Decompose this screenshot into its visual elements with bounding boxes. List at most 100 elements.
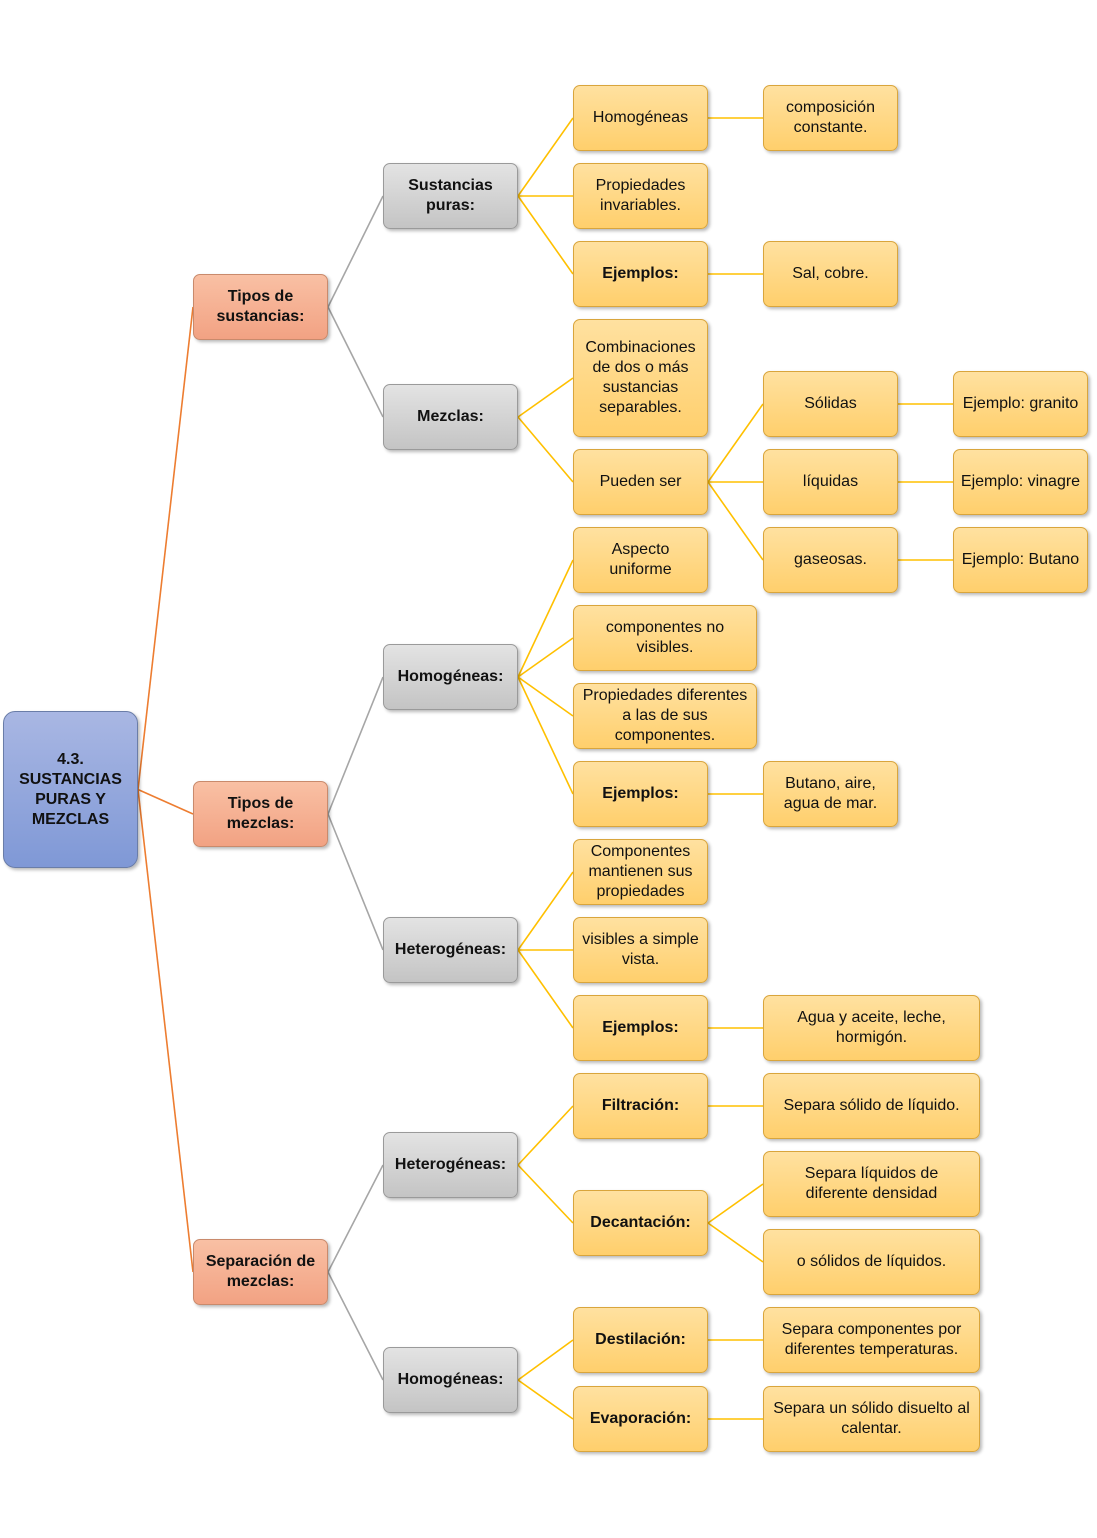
composicion-constante-label: composición constante. xyxy=(786,99,875,136)
decantacion-desc2-label: o sólidos de líquidos. xyxy=(796,1253,947,1270)
separacion-homogeneas-node: Homogéneas: xyxy=(383,1347,518,1413)
connector-shet-to-filt xyxy=(517,1105,574,1166)
puras-propiedades-label: Propiedades invariables. xyxy=(595,177,686,214)
connector-tm-to-mhet xyxy=(327,813,384,951)
decantacion-desc1-label: Separa líquidos de diferente densidad xyxy=(804,1165,939,1202)
connector-sep-to-shom xyxy=(327,1271,384,1381)
mezclas-label: Mezclas: xyxy=(417,408,484,425)
heterogeneas-ejemplos-label: Ejemplos: xyxy=(602,1019,679,1036)
destilacion-label: Destilación: xyxy=(595,1331,686,1348)
connector-tm-to-mhom xyxy=(327,676,384,815)
homogeneas-ejemplos-node: Ejemplos: xyxy=(573,761,708,827)
connector-root-to-sep xyxy=(137,789,194,1273)
homogeneas-componentes-node: componentes no visibles. xyxy=(573,605,757,671)
agua-aceite-node: Agua y aceite, leche, hormigón. xyxy=(763,995,980,1061)
connector-mezclas-to-m-pue xyxy=(517,416,574,483)
mezclas-pueden-ser-node: Pueden ser xyxy=(573,449,708,515)
tipos-de-sustancias-node: Tipos de sustancias: xyxy=(193,274,328,340)
liquidas-label: líquidas xyxy=(802,473,859,490)
ejemplo-vinagre-node: Ejemplo: vinagre xyxy=(953,449,1088,515)
connector-shet-to-dec xyxy=(517,1164,574,1224)
tipos-de-sustancias-label: Tipos de sustancias: xyxy=(216,288,305,325)
puras-homogeneas-node: Homogéneas xyxy=(573,85,708,151)
mezclas-homogeneas-node: Homogéneas: xyxy=(383,644,518,710)
separacion-de-mezclas-node: Separación de mezclas: xyxy=(193,1239,328,1305)
sustancias-puras-node: Sustancias puras: xyxy=(383,163,518,229)
connector-puras-to-p-ej xyxy=(517,195,574,275)
butano-aire-label: Butano, aire, agua de mar. xyxy=(783,775,878,812)
ejemplo-vinagre-label: Ejemplo: vinagre xyxy=(960,473,1081,490)
connector-mhet-to-he-ej xyxy=(517,949,574,1029)
sal-cobre-label: Sal, cobre. xyxy=(792,265,869,282)
homogeneas-ejemplos-label: Ejemplos: xyxy=(602,785,679,802)
destilacion-desc-label: Separa componentes por diferentes temper… xyxy=(781,1321,962,1358)
mezclas-combinaciones-node: Combinaciones de dos o más sustancias se… xyxy=(573,319,708,437)
mezclas-node: Mezclas: xyxy=(383,384,518,450)
separacion-heterogeneas-label: Heterogéneas: xyxy=(394,1156,507,1173)
separacion-de-mezclas-label: Separación de mezclas: xyxy=(205,1253,316,1290)
heterogeneas-ejemplos-node: Ejemplos: xyxy=(573,995,708,1061)
homogeneas-aspecto-node: Aspecto uniforme xyxy=(573,527,708,593)
butano-aire-node: Butano, aire, agua de mar. xyxy=(763,761,898,827)
filtracion-label: Filtración: xyxy=(601,1097,680,1114)
connector-root-to-ts xyxy=(137,306,194,790)
connector-dec-to-dec-d1 xyxy=(707,1183,764,1224)
connector-m-pue-to-gas xyxy=(707,481,764,561)
decantacion-label: Decantación: xyxy=(590,1214,691,1231)
connector-sep-to-shet xyxy=(327,1164,384,1273)
separacion-homogeneas-label: Homogéneas: xyxy=(397,1371,504,1388)
connector-m-pue-to-sol xyxy=(707,403,764,483)
connector-shom-to-dest xyxy=(517,1339,574,1381)
root-label: 4.3. SUSTANCIAS PURAS Y MEZCLAS xyxy=(19,750,122,828)
connector-puras-to-p-hom xyxy=(517,117,574,197)
gaseosas-node: gaseosas. xyxy=(763,527,898,593)
connector-mhom-to-h-asp xyxy=(517,559,574,678)
homogeneas-aspecto-label: Aspecto uniforme xyxy=(609,541,672,578)
connector-root-to-tm xyxy=(137,788,194,815)
sal-cobre-node: Sal, cobre. xyxy=(763,241,898,307)
mezclas-combinaciones-label: Combinaciones de dos o más sustancias se… xyxy=(585,339,696,416)
ejemplo-butano-node: Ejemplo: Butano xyxy=(953,527,1088,593)
filtracion-desc-label: Separa sólido de líquido. xyxy=(783,1097,960,1114)
mezclas-heterogeneas-label: Heterogéneas: xyxy=(394,941,507,958)
puras-ejemplos-label: Ejemplos: xyxy=(602,265,679,282)
connector-dec-to-dec-d2 xyxy=(707,1222,764,1263)
agua-aceite-label: Agua y aceite, leche, hormigón. xyxy=(797,1009,946,1046)
destilacion-desc-node: Separa componentes por diferentes temper… xyxy=(763,1307,980,1373)
decantacion-desc1-node: Separa líquidos de diferente densidad xyxy=(763,1151,980,1217)
mezclas-homogeneas-label: Homogéneas: xyxy=(397,668,504,685)
heterogeneas-visibles-node: visibles a simple vista. xyxy=(573,917,708,983)
connector-mezclas-to-m-comb xyxy=(517,377,574,418)
mezclas-heterogeneas-node: Heterogéneas: xyxy=(383,917,518,983)
liquidas-node: líquidas xyxy=(763,449,898,515)
heterogeneas-componentes-label: Componentes mantienen sus propiedades xyxy=(588,843,693,900)
filtracion-node: Filtración: xyxy=(573,1073,708,1139)
ejemplo-butano-label: Ejemplo: Butano xyxy=(961,551,1080,568)
evaporacion-node: Evaporación: xyxy=(573,1386,708,1452)
tipos-de-mezclas-label: Tipos de mezclas: xyxy=(226,795,295,832)
gaseosas-label: gaseosas. xyxy=(794,551,867,568)
evaporacion-label: Evaporación: xyxy=(589,1410,692,1427)
composicion-constante-node: composición constante. xyxy=(763,85,898,151)
connector-mhom-to-h-prop xyxy=(517,676,574,717)
destilacion-node: Destilación: xyxy=(573,1307,708,1373)
puras-propiedades-node: Propiedades invariables. xyxy=(573,163,708,229)
connector-mhom-to-h-comp xyxy=(517,637,574,678)
homogeneas-componentes-label: componentes no visibles. xyxy=(605,619,725,656)
solidas-node: Sólidas xyxy=(763,371,898,437)
connector-shom-to-evap xyxy=(517,1379,574,1420)
mezclas-pueden-ser-label: Pueden ser xyxy=(599,473,682,490)
connector-ts-to-mezclas xyxy=(327,306,384,418)
evaporacion-desc-label: Separa un sólido disuelto al calentar. xyxy=(773,1400,970,1437)
connector-mhet-to-he-comp xyxy=(517,871,574,951)
heterogeneas-componentes-node: Componentes mantienen sus propiedades xyxy=(573,839,708,905)
puras-homogeneas-label: Homogéneas xyxy=(592,109,689,126)
connector-mhom-to-h-ej xyxy=(517,676,574,795)
sustancias-puras-label: Sustancias puras: xyxy=(408,177,493,214)
homogeneas-propiedades-label: Propiedades diferentes a las de sus comp… xyxy=(582,687,748,744)
heterogeneas-visibles-label: visibles a simple vista. xyxy=(582,931,699,968)
connector-ts-to-puras xyxy=(327,195,384,308)
decantacion-desc2-node: o sólidos de líquidos. xyxy=(763,1229,980,1295)
puras-ejemplos-node: Ejemplos: xyxy=(573,241,708,307)
